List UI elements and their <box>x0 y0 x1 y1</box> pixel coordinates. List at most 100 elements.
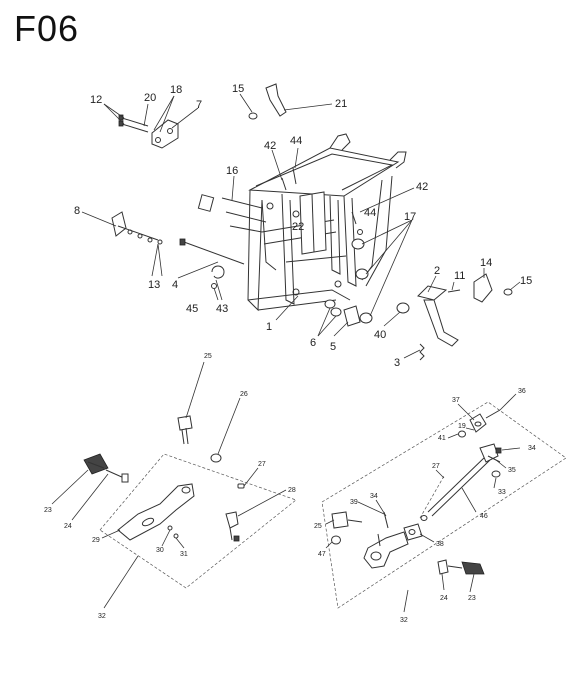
label-27s: 27 <box>432 463 440 470</box>
seal-47[interactable] <box>331 535 341 545</box>
clevis-28[interactable] <box>225 511 240 542</box>
label-36: 36 <box>518 388 526 395</box>
label-47: 47 <box>318 551 326 558</box>
label-27: 27 <box>258 461 266 468</box>
clip-27[interactable] <box>237 483 245 489</box>
bracket-7[interactable] <box>151 119 179 149</box>
shift-part-labels: 36 37 41 19 34 35 33 27 46 39 34 38 25 4… <box>314 388 536 624</box>
nuts-17[interactable] <box>351 238 373 324</box>
clip-27-link <box>419 475 445 519</box>
cap-15[interactable] <box>248 112 258 120</box>
long-bolt-4[interactable] <box>179 238 245 265</box>
label-39: 39 <box>350 499 358 506</box>
clip-27s[interactable] <box>420 515 428 521</box>
label-28: 28 <box>288 487 296 494</box>
shift-rod-46[interactable] <box>427 443 499 517</box>
shift-pivot-24[interactable] <box>437 559 463 575</box>
label-30: 30 <box>156 547 164 554</box>
spring-30[interactable] <box>167 525 173 531</box>
label-45: 45 <box>186 303 198 315</box>
label-15b: 15 <box>520 275 532 287</box>
label-33: 33 <box>498 489 506 496</box>
label-41: 41 <box>438 435 446 442</box>
spring-3[interactable] <box>419 343 425 361</box>
plate-14[interactable] <box>473 273 493 303</box>
label-37: 37 <box>452 397 460 404</box>
label-24: 24 <box>64 523 72 530</box>
label-34a: 34 <box>528 445 536 452</box>
label-21: 21 <box>335 98 347 110</box>
shift-arm-38[interactable] <box>403 523 423 541</box>
label-44b: 44 <box>364 207 376 219</box>
bolt-35[interactable] <box>487 455 501 463</box>
washer-26[interactable] <box>210 453 222 463</box>
label-13: 13 <box>148 279 160 291</box>
nut-41[interactable] <box>458 430 466 438</box>
page-title: F06 <box>14 8 80 49</box>
stud-42b[interactable] <box>351 211 357 225</box>
label-25: 25 <box>204 353 212 360</box>
main-frame-1[interactable] <box>247 133 407 312</box>
label-43: 43 <box>216 303 228 315</box>
nut-34[interactable] <box>495 447 502 454</box>
rod-end-37[interactable] <box>469 413 487 433</box>
label-4: 4 <box>172 279 178 291</box>
label-17: 17 <box>404 211 416 223</box>
label-46: 46 <box>480 513 488 520</box>
label-42b: 42 <box>416 181 428 193</box>
pivot-bolt-25[interactable] <box>177 415 193 445</box>
kickstand-2[interactable] <box>417 285 459 347</box>
bracket-8[interactable] <box>111 211 163 245</box>
gear-shift-assembly: 36 37 41 19 34 35 33 27 46 39 34 38 25 4… <box>314 388 567 624</box>
nut-33[interactable] <box>491 470 501 478</box>
label-7: 7 <box>196 99 202 111</box>
label-18: 18 <box>170 84 182 96</box>
washer-44b[interactable] <box>357 229 363 235</box>
label-26: 26 <box>240 391 248 398</box>
bolt-36[interactable] <box>485 409 501 419</box>
nut-15[interactable] <box>503 288 513 296</box>
brake-group-outline <box>99 453 297 589</box>
shift-lever-39[interactable] <box>363 531 409 569</box>
shift-peg-23[interactable] <box>461 561 485 575</box>
stud-42[interactable] <box>281 177 287 191</box>
label-20: 20 <box>144 92 156 104</box>
label-35: 35 <box>508 467 516 474</box>
label-15a: 15 <box>232 83 244 95</box>
shift-leaders <box>325 393 521 613</box>
bolt-24[interactable] <box>105 469 129 483</box>
label-40: 40 <box>374 329 386 341</box>
label-32: 32 <box>98 613 106 620</box>
washer-40[interactable] <box>396 302 410 314</box>
label-23s: 23 <box>468 595 476 602</box>
pin-11[interactable] <box>447 289 461 293</box>
brake-lever-29[interactable] <box>117 483 195 541</box>
hook-bracket-21[interactable] <box>265 83 287 117</box>
label-22: 22 <box>292 221 304 233</box>
label-44a: 44 <box>290 135 302 147</box>
footpeg-23[interactable] <box>83 453 109 475</box>
screw-45[interactable] <box>211 283 217 289</box>
frame-part-labels: 12 20 18 7 15 21 42 44 16 8 22 42 44 17 … <box>74 83 532 369</box>
label-42a: 42 <box>264 140 276 152</box>
label-25s: 25 <box>314 523 322 530</box>
clip-43[interactable] <box>211 265 225 279</box>
frame-assembly: 12 20 18 7 15 21 42 44 16 8 22 42 44 17 … <box>74 83 532 369</box>
label-23: 23 <box>44 507 52 514</box>
pin-31[interactable] <box>173 533 179 539</box>
label-14: 14 <box>480 257 492 269</box>
label-2: 2 <box>434 265 440 277</box>
label-38: 38 <box>436 541 444 548</box>
stud-44[interactable] <box>292 167 297 185</box>
spindle-25s[interactable] <box>331 511 363 529</box>
label-19: 19 <box>458 423 466 430</box>
pins-16[interactable] <box>197 194 267 233</box>
frame-leaders <box>81 93 521 359</box>
label-34b: 34 <box>370 493 378 500</box>
label-24s: 24 <box>440 595 448 602</box>
label-11: 11 <box>454 270 465 282</box>
label-6: 6 <box>310 337 316 349</box>
label-5: 5 <box>330 341 336 353</box>
bolt-34s[interactable] <box>383 511 389 529</box>
